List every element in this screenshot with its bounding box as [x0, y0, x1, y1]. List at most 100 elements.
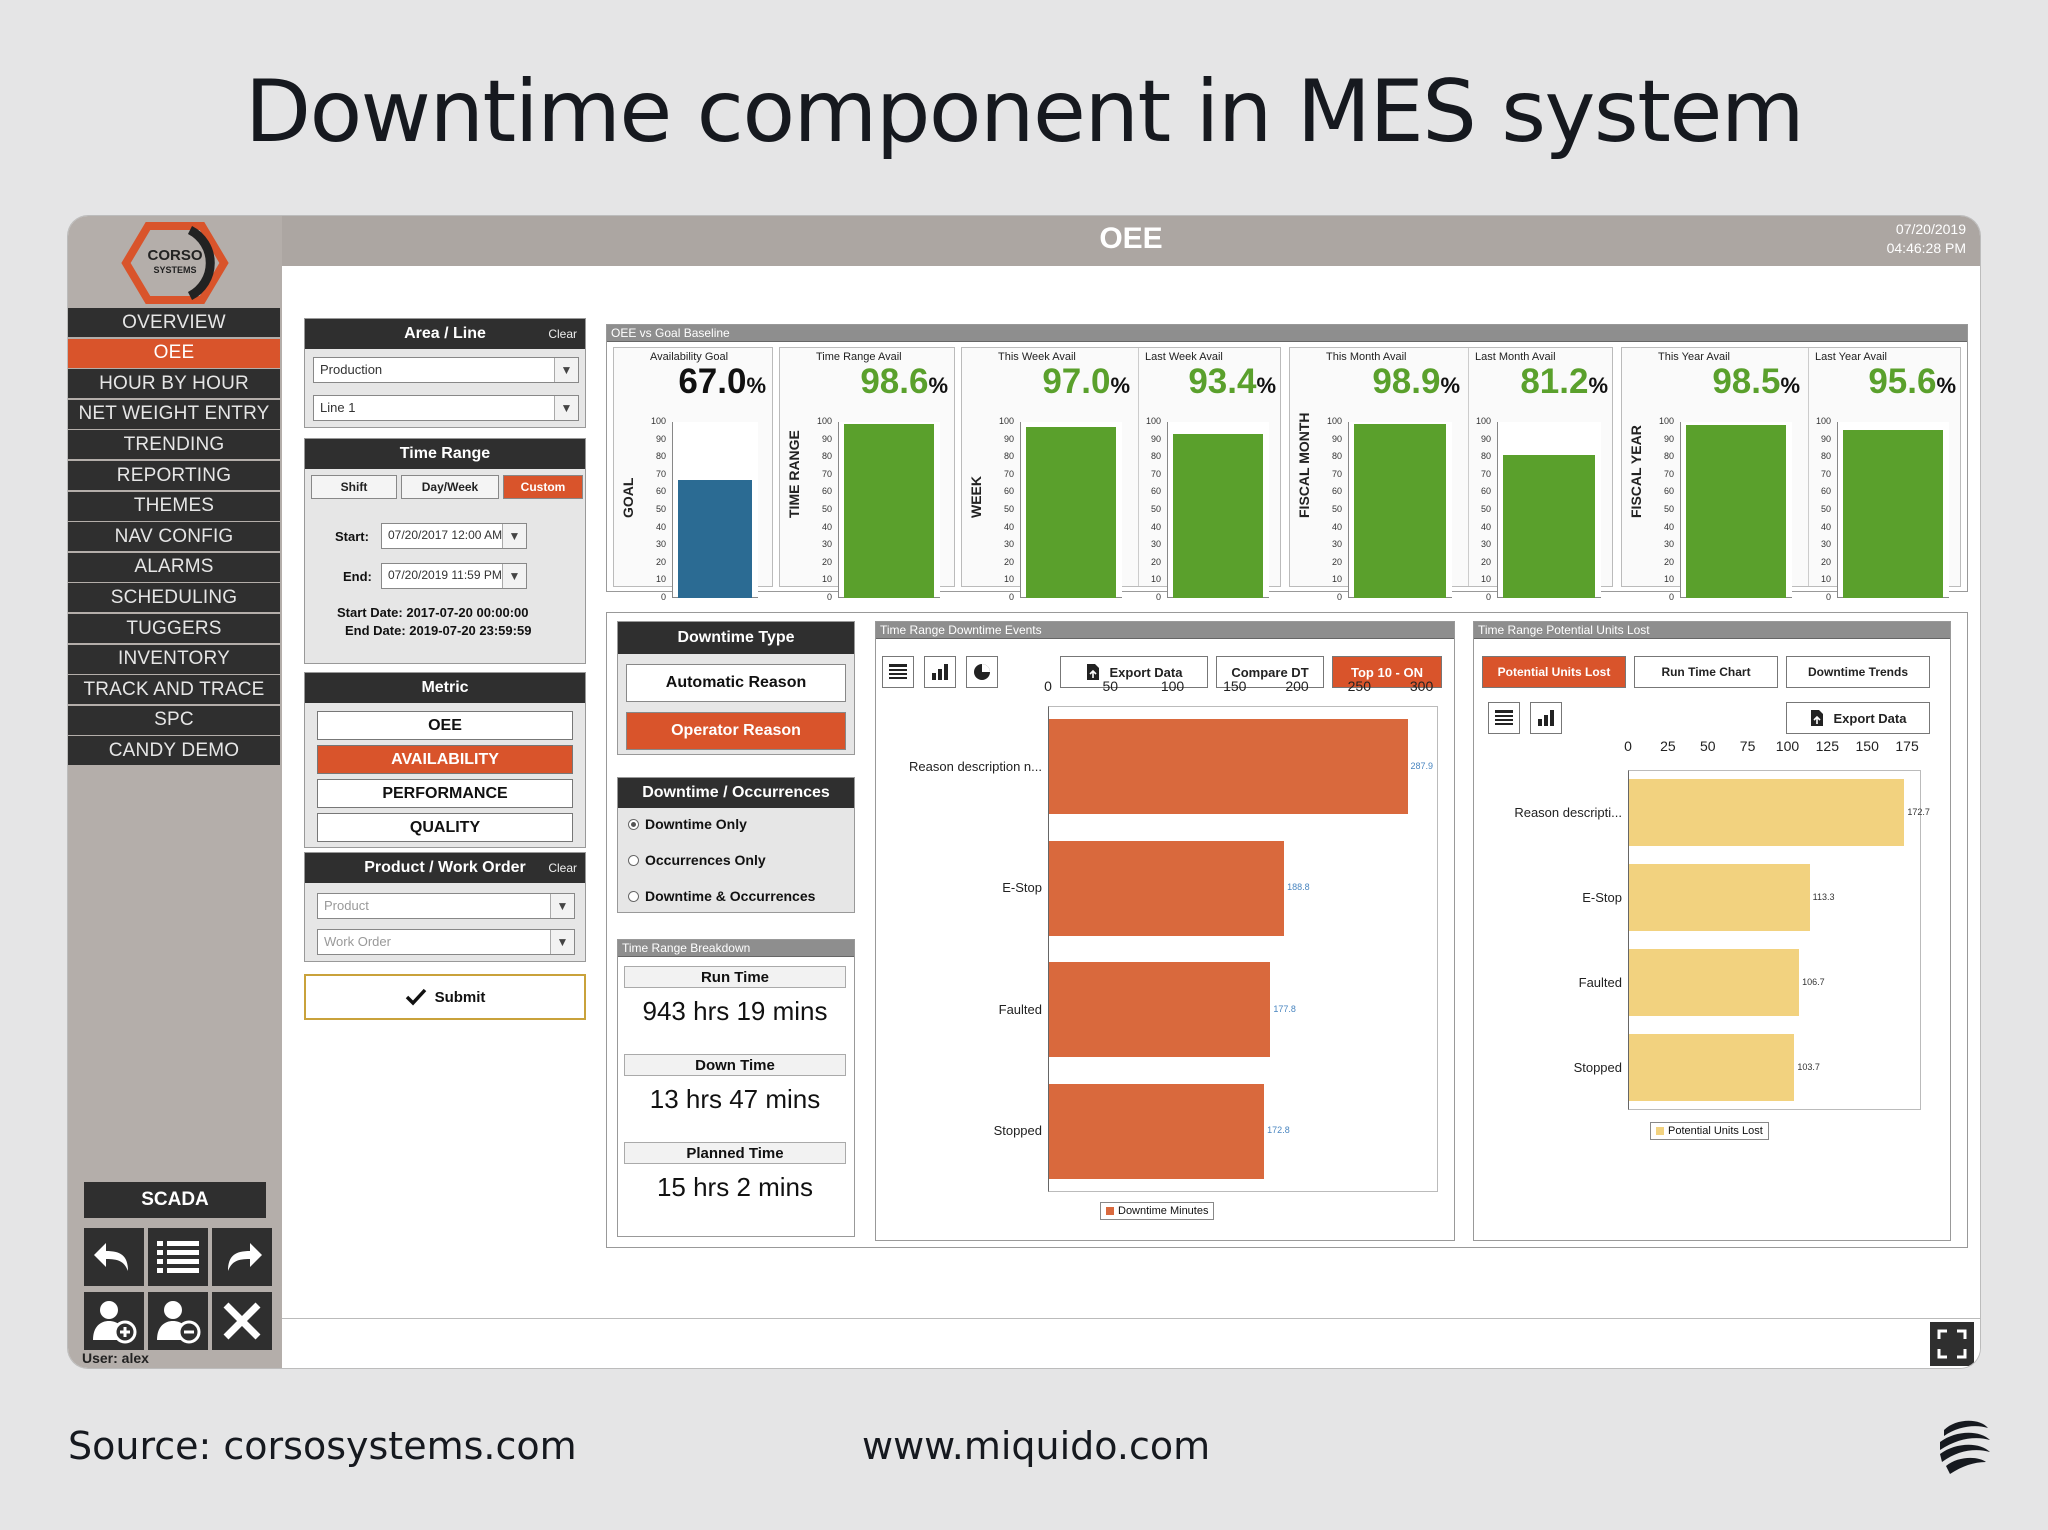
sidebar-item-nav-config[interactable]: NAV CONFIG	[68, 522, 280, 552]
chevron-down-icon[interactable]: ▼	[550, 930, 574, 954]
y-tick-label: 40	[1150, 521, 1161, 532]
sidebar-item-scheduling[interactable]: SCHEDULING	[68, 583, 280, 613]
bar-chart-icon[interactable]	[924, 656, 956, 688]
data-label: 103.7	[1797, 1061, 1820, 1072]
sidebar-item-themes[interactable]: THEMES	[68, 491, 280, 521]
start-date-input[interactable]: 07/20/2017 12:00 AM ▼	[381, 523, 527, 549]
y-tick-label: 80	[1003, 451, 1014, 462]
sidebar-item-candy-demo[interactable]: CANDY DEMO	[68, 736, 280, 766]
list-icon[interactable]	[148, 1228, 208, 1286]
metric-option-availability[interactable]: AVAILABILITY	[317, 745, 573, 774]
chart-bar	[1049, 1083, 1265, 1179]
tab-day-week[interactable]: Day/Week	[401, 475, 499, 499]
gauge-pct-sign: %	[1588, 373, 1608, 398]
chevron-down-icon[interactable]: ▼	[554, 396, 578, 420]
automatic-reason-button[interactable]: Automatic Reason	[626, 664, 846, 702]
chevron-down-icon[interactable]: ▼	[554, 358, 578, 382]
potential-units-lost-button[interactable]: Potential Units Lost	[1482, 656, 1626, 688]
downtime-trends-button[interactable]: Downtime Trends	[1786, 656, 1930, 688]
radio-dot[interactable]	[628, 854, 639, 866]
submit-button[interactable]: Submit	[304, 974, 586, 1020]
back-icon[interactable]	[84, 1228, 144, 1286]
gauge-value-number: 95.6	[1868, 362, 1937, 401]
y-tick-label: 90	[1480, 433, 1491, 444]
y-tick-label: 80	[821, 451, 832, 462]
metric-option-quality[interactable]: QUALITY	[317, 813, 573, 842]
category-label: Stopped	[1573, 1059, 1622, 1075]
logo-text-1: CORSO	[147, 247, 202, 264]
sidebar-item-tuggers[interactable]: TUGGERS	[68, 614, 280, 643]
gauge-caption: Availability Goal	[650, 351, 729, 363]
y-tick-label: 20	[821, 556, 832, 567]
radio-downtime-only[interactable]: Downtime Only	[628, 816, 747, 832]
bar-chart-icon[interactable]	[1530, 702, 1562, 734]
tab-custom[interactable]: Custom	[503, 475, 583, 499]
work-order-select[interactable]: Work Order ▼	[317, 929, 575, 955]
sidebar-item-oee[interactable]: OEE	[68, 338, 280, 368]
gauge-value-number: 98.9	[1372, 362, 1441, 401]
sidebar-item-trending[interactable]: TRENDING	[68, 430, 280, 460]
product-wo-clear-link[interactable]: Clear	[548, 861, 577, 875]
area-select[interactable]: Production ▼	[313, 357, 579, 383]
table-icon[interactable]	[1488, 702, 1520, 734]
line-select[interactable]: Line 1 ▼	[313, 395, 579, 421]
top-10-button[interactable]: Top 10 - ON	[1332, 656, 1442, 688]
sidebar-item-inventory[interactable]: INVENTORY	[68, 644, 280, 674]
chart-plot-area	[1628, 770, 1921, 1110]
remove-user-icon[interactable]	[148, 1292, 208, 1350]
table-icon[interactable]	[882, 656, 914, 688]
metric-option-performance[interactable]: PERFORMANCE	[317, 779, 573, 808]
radio-occurrences-only[interactable]: Occurrences Only	[628, 852, 766, 868]
downtime-events-title: Time Range Downtime Events	[876, 622, 1454, 639]
y-tick-label: 10	[1150, 574, 1161, 585]
chevron-down-icon[interactable]: ▼	[502, 564, 526, 588]
close-icon[interactable]	[212, 1292, 272, 1350]
operator-reason-button[interactable]: Operator Reason	[626, 712, 846, 750]
y-tick-label: 100	[650, 416, 666, 426]
check-icon	[405, 988, 426, 1006]
gauge-value: 67.0%	[678, 362, 766, 402]
data-label: 177.8	[1273, 1003, 1296, 1014]
y-tick-label: 90	[1150, 433, 1161, 444]
sidebar-item-reporting[interactable]: REPORTING	[68, 461, 280, 490]
add-user-icon[interactable]	[84, 1292, 144, 1350]
run-time-chart-button[interactable]: Run Time Chart	[1634, 656, 1778, 688]
radio-dot[interactable]	[628, 818, 639, 830]
status-strip	[282, 1318, 1980, 1368]
tab-shift[interactable]: Shift	[311, 475, 397, 499]
sidebar-item-net-weight-entry[interactable]: NET WEIGHT ENTRY	[68, 399, 280, 429]
forward-icon[interactable]	[212, 1228, 272, 1286]
sidebar-item-alarms[interactable]: ALARMS	[68, 552, 280, 582]
fullscreen-icon[interactable]	[1930, 1322, 1974, 1366]
export-data-button[interactable]: Export Data	[1786, 702, 1930, 734]
product-select[interactable]: Product ▼	[317, 893, 575, 919]
radio-dot[interactable]	[628, 890, 639, 902]
x-tick-label: 175	[1895, 738, 1919, 754]
sidebar-item-track-and-trace[interactable]: TRACK AND TRACE	[68, 675, 280, 705]
chevron-down-icon[interactable]: ▼	[550, 894, 574, 918]
chevron-down-icon[interactable]: ▼	[502, 524, 526, 548]
gauge-bar	[1354, 423, 1446, 598]
end-date-input[interactable]: 07/20/2019 11:59 PM ▼	[381, 563, 527, 589]
y-tick-label: 20	[1480, 556, 1491, 567]
y-tick-label: 60	[821, 486, 832, 497]
compare-dt-button[interactable]: Compare DT	[1216, 656, 1324, 688]
y-tick-label: 90	[1663, 433, 1674, 444]
y-tick-label: 50	[1150, 504, 1161, 514]
metric-option-oee[interactable]: OEE	[317, 711, 573, 740]
radio-downtime-occurrences[interactable]: Downtime & Occurrences	[628, 888, 815, 904]
category-label: E-Stop	[1582, 889, 1622, 905]
area-line-clear-link[interactable]: Clear	[548, 327, 577, 341]
sidebar-item-hour-by-hour[interactable]: HOUR BY HOUR	[68, 369, 280, 399]
product-work-order-panel: Product / Work Order Clear Product ▼ Wor…	[304, 852, 586, 962]
sidebar-item-spc[interactable]: SPC	[68, 705, 280, 735]
pie-chart-icon[interactable]	[966, 656, 998, 688]
y-tick-label: 70	[821, 468, 832, 479]
data-label: 188.8	[1287, 882, 1310, 893]
export-data-button[interactable]: Export Data	[1060, 656, 1208, 688]
sidebar-item-overview[interactable]: OVERVIEW	[68, 308, 280, 337]
